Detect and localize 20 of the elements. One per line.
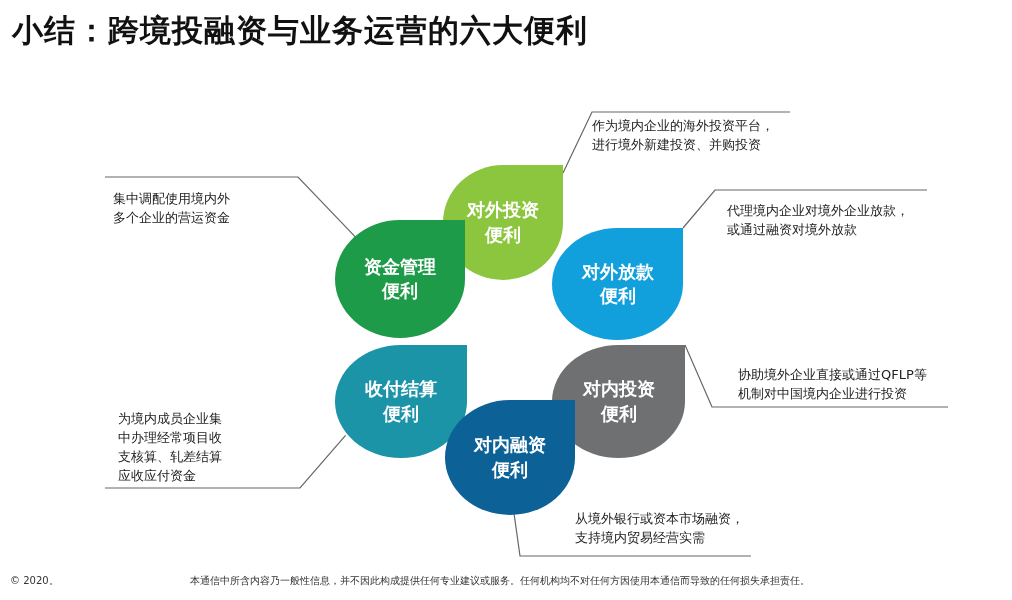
annotation-text: 协助境外企业直接或通过QFLP等机制对中国境内企业进行投资: [738, 366, 938, 404]
leader-line: [684, 344, 949, 408]
footer-note: 本通信中所含内容乃一般性信息，并不因此构成提供任何专业建议或服务。任何机构均不对任何方因使用本通信而导致的任何损失承担责任。: [190, 574, 810, 588]
leader-line: [513, 512, 752, 557]
leaf-label: 对内融资便利: [472, 433, 547, 482]
leader-line: [562, 111, 791, 174]
annotation-text: 从境外银行或资本市场融资，支持境内贸易经营实需: [575, 510, 751, 548]
leaf-label: 资金管理便利: [363, 254, 437, 303]
title: 小结：跨境投融资与业务运营的六大便利: [12, 11, 588, 50]
leader-line: [682, 189, 928, 229]
annotation-text: 作为境内企业的海外投资平台，进行境外新建投资、并购投资: [592, 117, 782, 155]
footer-note: © 2020。: [10, 574, 59, 588]
leaf-label: 对外投资便利: [465, 198, 540, 247]
leader-line: [104, 434, 347, 489]
leaf-label: 对内投资便利: [581, 377, 656, 426]
leaf-label: 对外放款便利: [580, 259, 655, 308]
annotation-text: 代理境内企业对境外企业放款，或通过融资对境外放款: [727, 202, 917, 240]
leaf-label: 收付结算便利: [364, 377, 438, 426]
annotation-text: 集中调配使用境内外多个企业的营运资金: [113, 190, 235, 228]
annotation-text: 为境内成员企业集中办理经常项目收支核算、轧差结算应收应付资金: [118, 410, 228, 486]
